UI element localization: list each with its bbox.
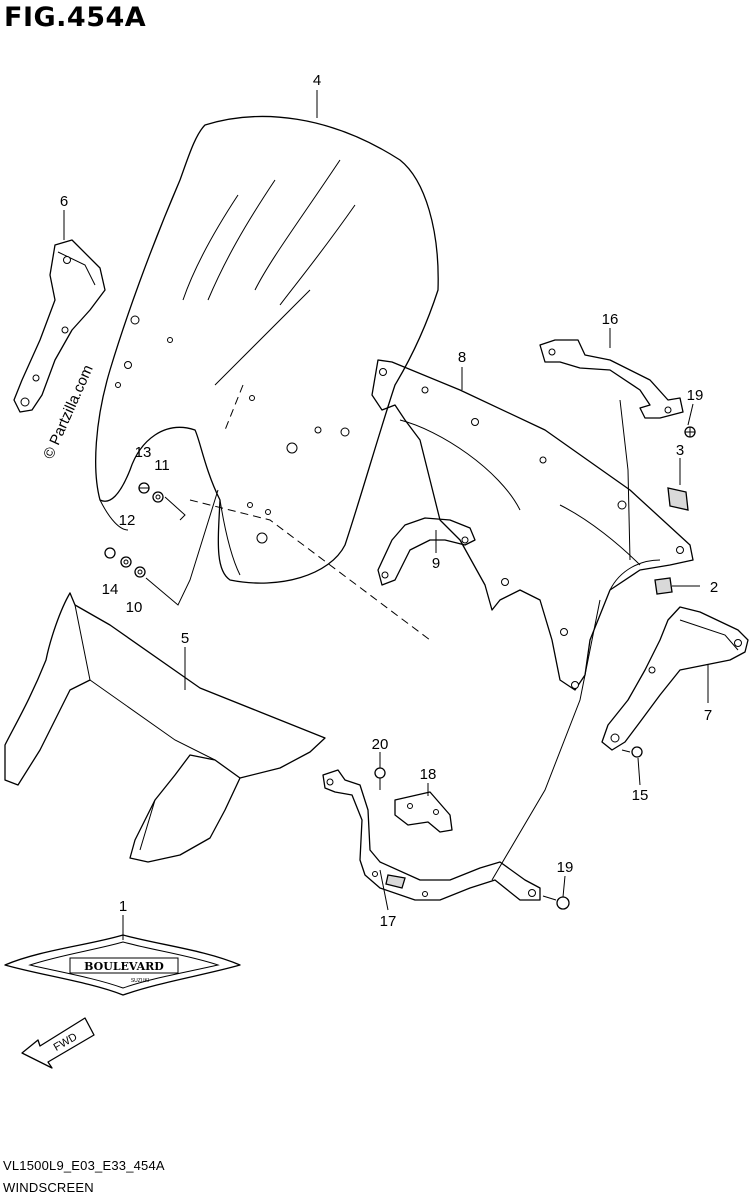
part-18-bracket[interactable] <box>394 791 453 833</box>
part-19-bolt-upper[interactable] <box>684 426 696 438</box>
fwd-arrow: FWD <box>21 1017 95 1069</box>
callout-17: 17 <box>380 913 397 930</box>
callout-19-upper: 19 <box>687 387 704 404</box>
part-6-left-bracket[interactable] <box>13 239 106 413</box>
callout-16: 16 <box>602 311 619 328</box>
callout-15: 15 <box>632 787 649 804</box>
callout-8: 8 <box>458 349 466 366</box>
callout-1: 1 <box>119 898 127 915</box>
part-9-small-bracket[interactable] <box>377 517 476 586</box>
part-11-nut[interactable] <box>152 491 164 503</box>
part-20-bolt[interactable] <box>374 767 386 790</box>
part-8-main-bracket[interactable] <box>371 359 694 691</box>
callout-7: 7 <box>704 707 712 724</box>
emblem-subtext: SUZUKI <box>131 978 149 984</box>
part-1-emblem[interactable]: BOULEVARD SUZUKI <box>4 934 241 996</box>
part-4-windscreen[interactable] <box>95 115 439 584</box>
figure-code: VL1500L9_E03_E33_454A <box>3 1158 165 1173</box>
callout-5: 5 <box>181 630 189 647</box>
part-10-nut[interactable] <box>134 566 146 578</box>
callout-4: 4 <box>313 72 321 89</box>
callout-20: 20 <box>372 736 389 753</box>
callout-2: 2 <box>710 579 718 596</box>
part-13-screw[interactable] <box>138 482 150 494</box>
part-14b-washer[interactable] <box>120 556 132 568</box>
callout-12: 12 <box>119 512 136 529</box>
callout-19-lower: 19 <box>557 859 574 876</box>
callout-14: 14 <box>102 581 119 598</box>
callout-6: 6 <box>60 193 68 210</box>
callout-10: 10 <box>126 599 143 616</box>
emblem-text: BOULEVARD <box>84 960 164 973</box>
figure-name: WINDSCREEN <box>3 1180 94 1195</box>
part-17-lower-stay[interactable] <box>322 769 541 901</box>
callout-11: 11 <box>154 457 170 474</box>
part-5-lower-cowl[interactable] <box>4 592 326 863</box>
part-2-cushion[interactable] <box>654 577 673 595</box>
part-19-bolt-lower[interactable] <box>542 895 570 910</box>
fwd-label: FWD <box>52 1031 80 1054</box>
callout-3: 3 <box>676 442 684 459</box>
callout-18: 18 <box>420 766 437 783</box>
part-16-upper-right-bracket[interactable] <box>539 339 684 419</box>
part-7-right-bracket[interactable] <box>601 606 749 751</box>
callout-9: 9 <box>432 555 440 572</box>
part-15-bolt[interactable] <box>621 746 643 758</box>
part-3-pad[interactable] <box>667 487 689 511</box>
figure-title: FIG.454A <box>4 2 147 33</box>
callout-13: 13 <box>135 444 152 461</box>
part-14-screw[interactable] <box>104 547 116 559</box>
